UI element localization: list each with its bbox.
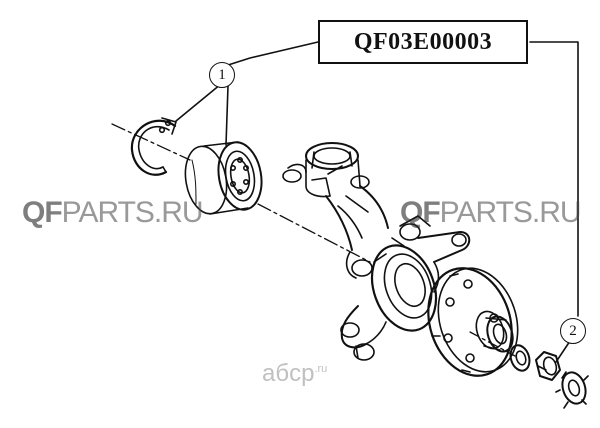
part-number-box: QF03E00003 [318, 20, 528, 64]
wheel-bearing [184, 141, 263, 215]
circlip [130, 117, 177, 176]
leader-lines [175, 41, 579, 363]
watermark-abcp: aбcp.ru [262, 360, 328, 387]
steering-knuckle [282, 142, 471, 361]
part-number: QF03E00003 [353, 28, 493, 55]
callout-1: 1 [209, 62, 235, 88]
callout-2: 2 [560, 318, 586, 344]
wheel-hub [427, 267, 519, 377]
watermark-qfparts-left: QFPARTS.RU [22, 196, 204, 229]
hub-nut [535, 351, 561, 381]
washer [509, 344, 531, 372]
watermark-qfparts-right: QFPARTS.RU [400, 196, 582, 229]
nut-lock [555, 371, 589, 409]
